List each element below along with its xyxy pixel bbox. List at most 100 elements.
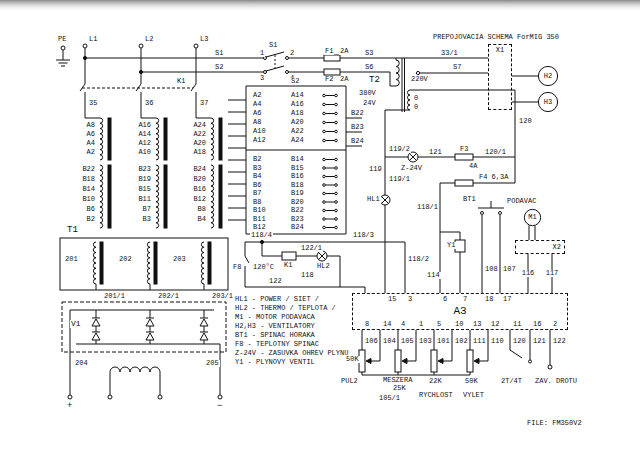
potentiometer-symbol xyxy=(359,330,380,375)
part-label: 1 xyxy=(259,50,265,57)
transformer-coil xyxy=(156,118,159,160)
tap-wires xyxy=(228,100,362,220)
contact-label: A22 xyxy=(290,128,305,135)
wire-number: 121 xyxy=(428,149,443,156)
wire-connector xyxy=(529,225,530,240)
transformer-core xyxy=(402,58,405,112)
contact-label: B7 xyxy=(252,190,262,197)
part-label: 35 xyxy=(88,100,98,107)
node-label: H2 xyxy=(544,73,552,80)
transformer-coil xyxy=(211,165,214,228)
rectifier-wires xyxy=(70,310,220,395)
contact-label: A2 xyxy=(252,92,262,99)
contact-label: A12 xyxy=(252,137,267,144)
pin-number: 6 xyxy=(442,296,448,303)
key-note: F8 - TEPLOTNY SPINAC xyxy=(234,341,320,348)
wire-number: 117 xyxy=(545,270,560,277)
wire-number: 118/2 xyxy=(407,256,430,263)
pin-number: 14 xyxy=(382,321,392,328)
wire-number: 111 xyxy=(472,338,487,345)
potentiometer-symbol xyxy=(467,330,488,375)
circle-outline xyxy=(538,66,557,85)
transformer-core xyxy=(154,242,157,284)
wire-number: 106 xyxy=(364,338,379,345)
part-label: 0 xyxy=(413,104,419,111)
circle-outline xyxy=(524,209,540,225)
wire-number: 120 xyxy=(512,338,527,345)
wire-number: 119/1 xyxy=(388,176,411,183)
secondary-wires xyxy=(96,284,204,290)
tap-label: A4 xyxy=(86,140,96,147)
part-label: T2 xyxy=(368,76,381,85)
control-label: MESZERA xyxy=(382,377,413,384)
wire-connector xyxy=(512,76,538,77)
wire-number: 122 xyxy=(268,278,283,285)
part-label: S3 xyxy=(364,50,374,57)
switch-contact xyxy=(323,158,338,161)
node-label: M1 xyxy=(528,214,536,221)
part-label: S6 xyxy=(364,64,374,71)
wire-number: F4 6,3A xyxy=(478,174,509,181)
wire-number: 103 xyxy=(418,338,433,345)
diode-symbol xyxy=(146,318,154,326)
wire-number: B24 xyxy=(350,138,365,145)
part-label: 36 xyxy=(144,100,154,107)
switch-contact xyxy=(323,201,338,204)
wire-number: − xyxy=(216,402,223,411)
wire-number: 202/1 xyxy=(157,293,180,300)
part-label: 220V xyxy=(410,76,429,83)
wire-number: 118/1 xyxy=(416,204,439,211)
control-label: PUL2 xyxy=(340,378,359,385)
contact-label: B24 xyxy=(290,224,305,231)
fuse-symbol xyxy=(455,154,473,160)
switch-contact xyxy=(286,71,289,74)
pin-number: 12 xyxy=(490,321,500,328)
tap-label: A18 xyxy=(192,149,207,156)
tap-label: B24 xyxy=(192,166,207,173)
wire-number: 120°C xyxy=(252,264,275,271)
control-label: 50K xyxy=(345,356,360,363)
wire-number: HL1 xyxy=(366,196,381,203)
wire-number: 105 xyxy=(400,338,415,345)
wire-connector xyxy=(512,102,538,103)
node-label: H3 xyxy=(544,99,552,106)
transformer-core xyxy=(164,165,167,228)
transformer-coil xyxy=(93,242,96,284)
wire-number: PODAVAC xyxy=(506,198,537,205)
wire-number: 104 xyxy=(382,338,397,345)
transformer-coil xyxy=(201,242,204,284)
transformer-core xyxy=(164,118,167,160)
pin-number: 1 xyxy=(418,321,424,328)
contact-label: B15 xyxy=(290,165,305,172)
wire-number: 201 xyxy=(64,256,79,263)
switch-contact xyxy=(529,360,532,363)
contact-label: A20 xyxy=(290,119,305,126)
contact-label: A4 xyxy=(252,101,262,108)
circle-outline xyxy=(538,92,557,111)
switch-contact xyxy=(499,212,502,215)
switch-block xyxy=(246,86,346,234)
part-label: 37 xyxy=(199,100,209,107)
contact-label: B4 xyxy=(252,173,262,180)
wire-number: 122 xyxy=(552,338,567,345)
terminal xyxy=(108,395,112,399)
part-label: S2 xyxy=(214,64,224,71)
contact-label: B10 xyxy=(252,207,267,214)
wire-connector xyxy=(535,226,536,240)
key-note: HL2 - THERMO / TEPLOTA / xyxy=(234,305,337,312)
control-label: 105/1 xyxy=(378,395,401,402)
transformer-coil xyxy=(100,118,103,160)
wire-number: 108 xyxy=(484,266,499,273)
contact-label: A24 xyxy=(290,137,305,144)
part-label: L1 xyxy=(88,36,98,43)
tap-label: B10 xyxy=(81,196,96,203)
transformer-core xyxy=(100,242,103,284)
wire-number: B23 xyxy=(350,124,365,131)
pe-ground xyxy=(56,50,70,66)
wire-number: 118/3 xyxy=(352,232,375,239)
switch-contact xyxy=(323,94,338,97)
key-note: Y1 - PLYNOVY VENTIL xyxy=(234,359,316,366)
diode-symbol xyxy=(200,332,208,340)
feed-motor: M1 xyxy=(524,209,541,226)
inductor-symbol xyxy=(110,367,160,395)
